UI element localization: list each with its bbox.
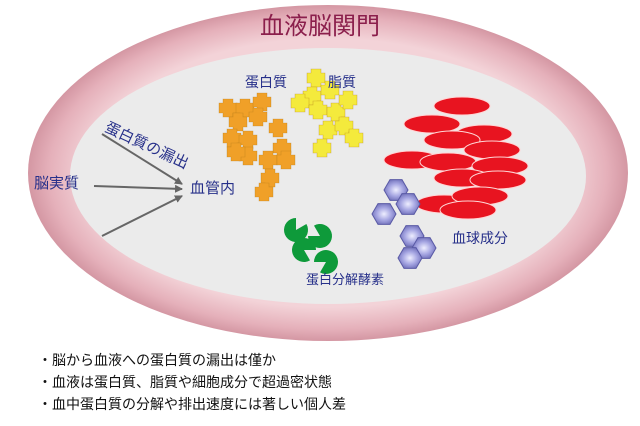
bullet-item: ・脳から血液への蛋白質の漏出は僅か [38, 353, 276, 369]
label-intravascular: 血管内 [190, 179, 236, 197]
protease-enzyme [314, 250, 339, 275]
leak-arrow-middle [93, 184, 183, 193]
blood-cell-hexagon [371, 203, 397, 225]
label-blood-cells: 血球成分 [452, 231, 508, 247]
diagram-title: 血液脳関門 [260, 12, 380, 40]
lipid-particles [290, 68, 364, 158]
protein-particle [248, 107, 268, 127]
protein-particles [218, 92, 296, 202]
leak-arrow-upper [101, 133, 183, 185]
lipid-particle [344, 128, 364, 148]
lipid-particle [308, 100, 328, 120]
lipid-particle [318, 120, 338, 140]
blood-cell-hexagons [371, 179, 437, 269]
lipid-particle [312, 138, 332, 158]
protease-enzyme [284, 218, 309, 243]
protein-particle [226, 142, 246, 162]
protease-enzyme [292, 238, 316, 263]
protein-particle [260, 168, 280, 188]
label-protein: 蛋白質 [245, 75, 287, 91]
protease-enzyme [308, 223, 333, 248]
label-protease: 蛋白分解酵素 [306, 273, 385, 288]
red-blood-cell [439, 200, 497, 220]
lipid-particle [290, 93, 310, 113]
lipid-particle [320, 80, 340, 100]
lipid-particle [338, 90, 358, 110]
protein-particle [254, 182, 274, 202]
bullet-item: ・血中蛋白質の分解や排出速度には著しい個人差 [38, 397, 346, 413]
red-blood-cell [403, 114, 461, 134]
protein-particle [268, 118, 288, 138]
red-blood-cell [423, 130, 481, 150]
key-points-list: ・脳から血液への蛋白質の漏出は僅か ・血液は蛋白質、脂質や細胞成分で超過密状態 … [38, 350, 346, 416]
red-blood-cell [419, 152, 477, 172]
protein-particle [276, 150, 296, 170]
red-blood-cell [469, 170, 527, 190]
protein-particle [252, 92, 272, 112]
bullet-item: ・血液は蛋白質、脂質や細胞成分で超過密状態 [38, 375, 332, 391]
blood-cell-hexagon [397, 247, 423, 269]
leak-arrow-lower [101, 195, 183, 237]
protease-enzymes [284, 218, 339, 275]
red-blood-cells [383, 96, 529, 220]
label-brain-parenchyma: 脳実質 [34, 174, 80, 192]
red-blood-cell [433, 96, 491, 116]
blood-cell-hexagon [395, 193, 421, 215]
red-blood-cell [463, 140, 521, 160]
label-lipid: 脂質 [328, 75, 356, 91]
